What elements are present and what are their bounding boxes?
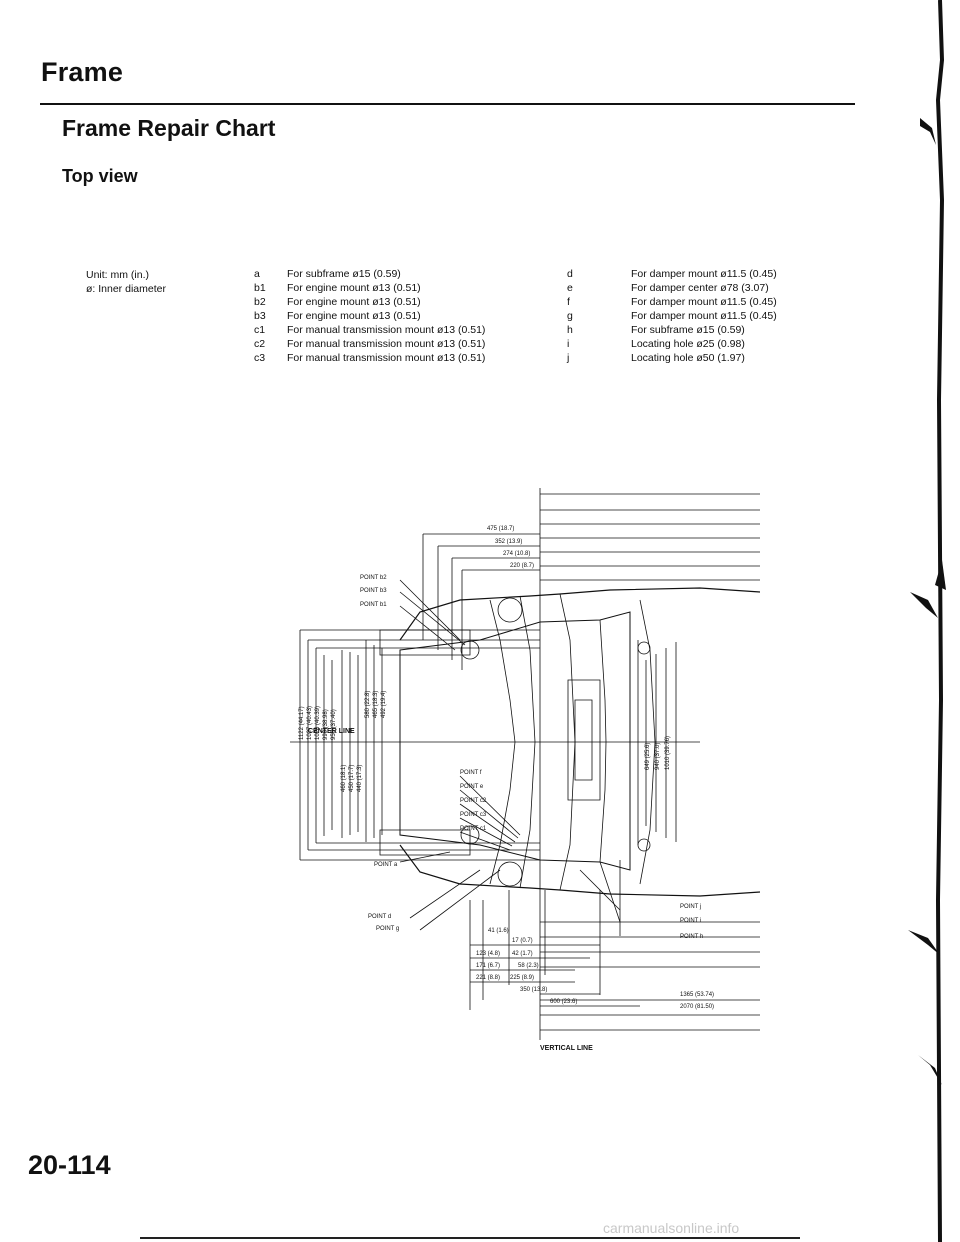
bottom-rule	[140, 1237, 800, 1239]
page-number: 20-114	[28, 1150, 111, 1180]
legend-text: For engine mount ø13 (0.51)	[287, 296, 421, 308]
point-h-label: POINT h	[680, 934, 703, 940]
section-title: Frame	[41, 57, 124, 87]
legend-text: For damper center ø78 (3.07)	[631, 282, 769, 294]
binding-edge-marks	[908, 0, 946, 1242]
right-dimensions: 649 (25.6) 940 (37.0) 1010 (39.76)	[645, 736, 671, 770]
dimension-label: 649 (25.6)	[645, 743, 651, 770]
dimension-label: 492 (19.4)	[381, 691, 387, 718]
left-inner-dimensions: 460 (18.1) 450 (17.7) 440 (17.3) 580 (22…	[341, 691, 387, 792]
legend-text: For engine mount ø13 (0.51)	[287, 282, 421, 294]
dimension-label: 440 (17.3)	[357, 765, 363, 792]
legend-text: Locating hole ø25 (0.98)	[631, 338, 745, 350]
dimension-label: 1010 (39.76)	[665, 736, 671, 770]
legend-code: j	[567, 352, 570, 364]
legend-code: c2	[254, 338, 266, 350]
legend-code: a	[254, 268, 260, 280]
dimension-label: 58 (2.3)	[518, 963, 539, 969]
legend-code: c3	[254, 352, 266, 364]
point-b3-label: POINT b3	[360, 588, 387, 594]
units-line: Unit: mm (in.)	[86, 269, 149, 281]
point-c3-label: POINT c3	[460, 812, 487, 818]
legend-text: For manual transmission mount ø13 (0.51)	[287, 352, 486, 364]
legend-code: h	[567, 324, 573, 336]
legend-code: i	[567, 338, 570, 350]
frame-diagram: CENTER LINE VERTICAL LINE 475 (18.7) 352…	[290, 488, 761, 1052]
dimension-label: 225 (8.9)	[510, 975, 534, 981]
dimension-label: 950 (37.40)	[331, 709, 337, 740]
legend-text: For damper mount ø11.5 (0.45)	[631, 268, 777, 280]
dimension-label: 450 (17.7)	[349, 765, 355, 792]
dimension-label: 1122 (44.17)	[299, 706, 305, 740]
legend-code: b2	[254, 296, 266, 308]
legend-text: For subframe ø15 (0.59)	[631, 324, 745, 336]
point-d-label: POINT d	[368, 914, 391, 920]
legend-text: For subframe ø15 (0.59)	[287, 268, 401, 280]
legend-code: d	[567, 268, 573, 280]
point-i-label: POINT i	[680, 918, 701, 924]
dimension-label: 580 (22.8)	[365, 691, 371, 718]
point-b2-label: POINT b2	[360, 575, 387, 581]
dimension-label: 1026 (40.39)	[315, 706, 321, 740]
dimension-label: 1027 (40.43)	[307, 706, 313, 740]
dimension-label: 171 (6.7)	[476, 963, 500, 969]
legend-text: For manual transmission mount ø13 (0.51)	[287, 324, 486, 336]
legend-code: f	[567, 296, 570, 308]
legend-code: c1	[254, 324, 266, 336]
legend-text: For damper mount ø11.5 (0.45)	[631, 296, 777, 308]
dimension-label: 17 (0.7)	[512, 938, 533, 944]
legend-descriptions-right: For damper mount ø11.5 (0.45) For damper…	[631, 267, 831, 365]
vertical-line-label: VERTICAL LINE	[540, 1045, 593, 1052]
dimension-label: 990 (38.98)	[323, 709, 329, 740]
dimension-label: 274 (10.8)	[503, 551, 530, 557]
point-c2-label: POINT c2	[460, 798, 487, 804]
point-b1-label: POINT b1	[360, 602, 387, 608]
point-e-label: POINT e	[460, 784, 484, 790]
title-rule	[40, 103, 855, 105]
point-c1-label: POINT c1	[460, 826, 487, 832]
legend-code: b3	[254, 310, 266, 322]
point-j-label: POINT j	[680, 904, 701, 910]
dimension-label: 465 (18.3)	[373, 691, 379, 718]
legend-codes-left: a b1 b2 b3 c1 c2 c3	[254, 267, 284, 365]
dimension-label: 460 (18.1)	[341, 765, 347, 792]
view-title: Top view	[62, 166, 138, 186]
dimension-label: 352 (13.9)	[495, 539, 522, 545]
legend-descriptions-left: For subframe ø15 (0.59) For engine mount…	[287, 267, 537, 365]
dimension-label: 475 (18.7)	[487, 526, 514, 532]
point-g-label: POINT g	[376, 926, 399, 932]
dimension-label: 1365 (53.74)	[680, 992, 714, 998]
point-f-label: POINT f	[460, 770, 482, 776]
legend-code: e	[567, 282, 573, 294]
diameter-note: ø: Inner diameter	[86, 283, 166, 295]
dimension-label: 220 (8.7)	[510, 563, 534, 569]
watermark: carmanualsonline.info	[603, 1220, 740, 1236]
dimension-label: 940 (37.0)	[655, 743, 661, 770]
legend-text: For damper mount ø11.5 (0.45)	[631, 310, 777, 322]
dimension-label: 600 (23.6)	[550, 999, 577, 1005]
dimension-label: 41 (1.6)	[488, 928, 509, 934]
left-outer-dimensions: 1122 (44.17) 1027 (40.43) 1026 (40.39) 9…	[299, 706, 337, 740]
dimension-label: 221 (8.8)	[476, 975, 500, 981]
legend-text: Locating hole ø50 (1.97)	[631, 352, 745, 364]
legend-text: For engine mount ø13 (0.51)	[287, 310, 421, 322]
dimension-label: 2070 (81.50)	[680, 1004, 714, 1010]
dimension-label: 123 (4.8)	[476, 951, 500, 957]
legend-text: For manual transmission mount ø13 (0.51)	[287, 338, 486, 350]
dimension-label: 350 (13.8)	[520, 987, 547, 993]
chart-title: Frame Repair Chart	[62, 115, 276, 141]
dimension-label: 42 (1.7)	[512, 951, 533, 957]
legend-code: g	[567, 310, 573, 322]
legend-code: b1	[254, 282, 266, 294]
point-a-label: POINT a	[374, 862, 398, 868]
legend-codes-right: d e f g h i j	[567, 267, 597, 365]
units-note: Unit: mm (in.) ø: Inner diameter	[86, 268, 166, 296]
center-line-label: CENTER LINE	[308, 728, 355, 735]
